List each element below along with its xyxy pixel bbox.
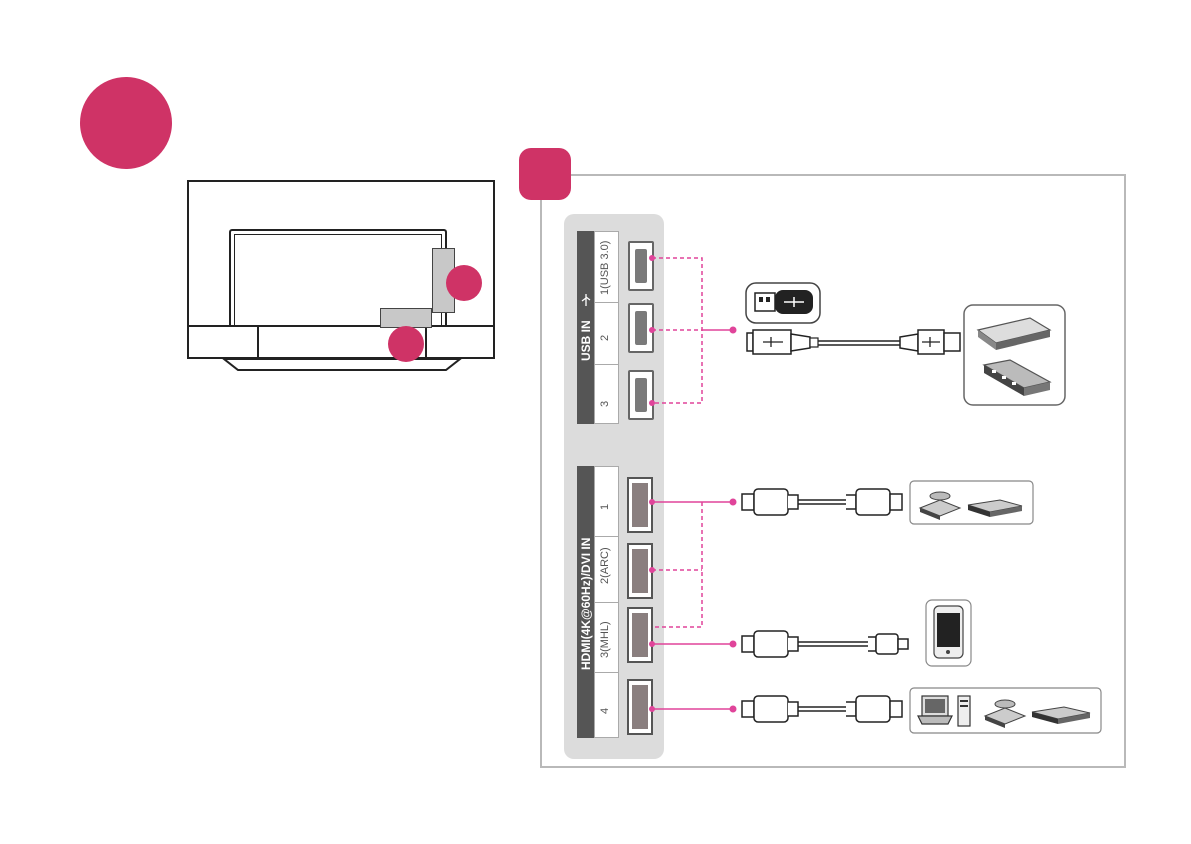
usb-cable (747, 330, 960, 354)
laptop-icon (918, 696, 952, 724)
usb-flash-drive-icon (746, 283, 820, 323)
hdmi-cable-1 (742, 489, 902, 515)
usb-connection-lines (649, 255, 737, 406)
hdmi-connection-lines (649, 499, 737, 713)
smartphone-icon (926, 600, 971, 666)
pc-tower-icon (958, 696, 970, 726)
hdmi-1-device-box (910, 481, 1033, 524)
hdmi-cable-4 (742, 696, 902, 722)
mhl-cable-3 (742, 631, 908, 657)
